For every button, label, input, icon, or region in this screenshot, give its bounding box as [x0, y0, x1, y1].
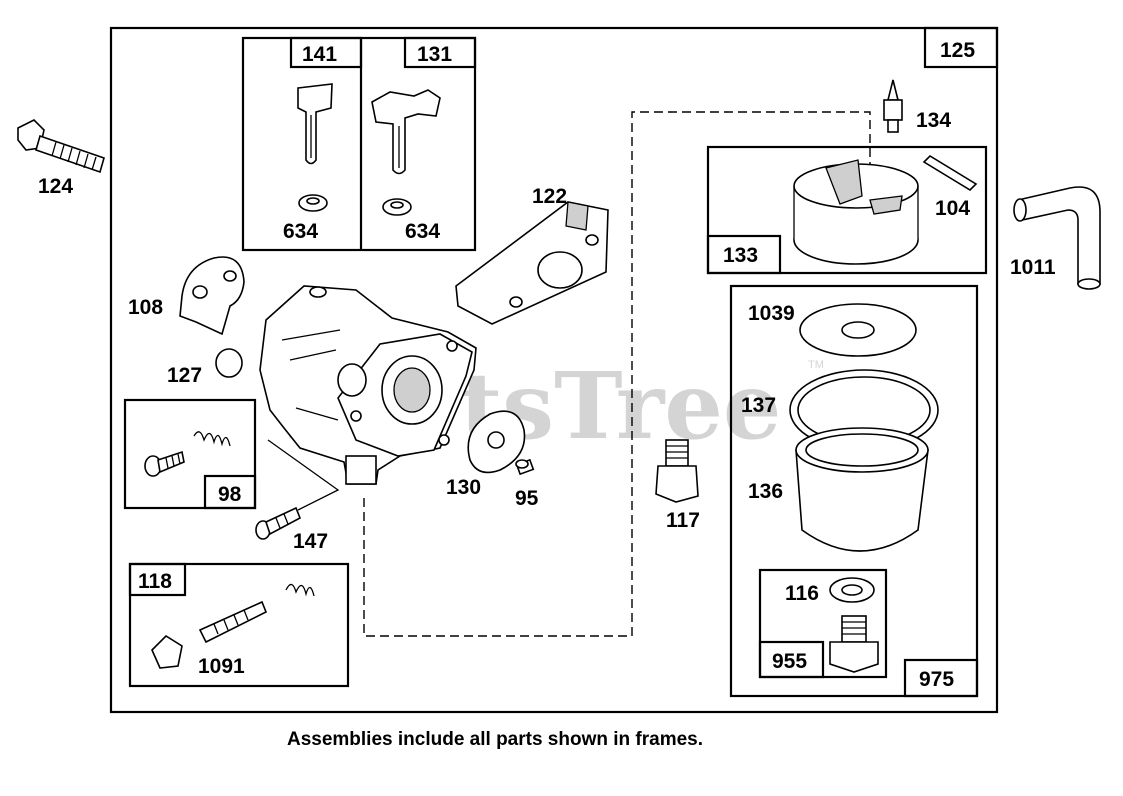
washer-116-drawing: [829, 577, 875, 603]
part-label-137: 137: [741, 394, 776, 417]
frame-float: [706, 145, 988, 275]
part-label-634-right: 634: [405, 220, 440, 243]
part-label-975: 975: [919, 668, 954, 691]
part-label-131: 131: [417, 43, 452, 66]
part-label-134: 134: [916, 109, 951, 132]
tag-box-125: [923, 26, 999, 69]
bowl-nut-955-drawing: [829, 615, 879, 673]
bolt-124-drawing: [17, 119, 105, 174]
tag-box-98: [203, 474, 257, 510]
trademark-mark: TM: [808, 359, 824, 371]
main-assembly-frame: [109, 26, 999, 714]
frame-idle-screw: [123, 398, 257, 510]
part-label-130: 130: [446, 476, 481, 499]
screw-95-drawing: [515, 458, 535, 476]
part-label-108: 108: [128, 296, 163, 319]
frame-main-jet: [128, 562, 350, 688]
gasket-1039-drawing: [799, 303, 917, 357]
part-label-136: 136: [748, 480, 783, 503]
hose-1011-drawing: [1013, 186, 1101, 290]
frame-throttle-shaft: [241, 36, 477, 252]
part-label-127: 127: [167, 364, 202, 387]
float-bowl-136-drawing: [795, 427, 929, 552]
tag-box-955: [758, 640, 825, 679]
gasket-130-drawing: [467, 410, 526, 474]
plate-108-drawing: [179, 256, 245, 336]
tag-box-131: [403, 36, 477, 69]
part-label-95: 95: [515, 487, 539, 510]
part-label-1039: 1039: [748, 302, 795, 325]
tag-box-133: [706, 234, 782, 275]
part-label-124: 124: [38, 175, 73, 198]
tag-box-118: [128, 562, 187, 597]
jet-117-drawing: [655, 439, 699, 503]
float-pin-104-drawing: [922, 154, 978, 192]
part-label-634-left: 634: [283, 220, 318, 243]
part-label-133: 133: [723, 244, 758, 267]
part-label-116: 116: [785, 582, 819, 605]
main-jet-1091-drawing: [151, 583, 315, 669]
o-ring-137-drawing: [789, 369, 939, 451]
leader-line-147: [267, 439, 340, 511]
choke-shaft-drawing: [297, 83, 333, 212]
diagram-caption: Assemblies include all parts shown in fr…: [286, 729, 704, 750]
carburetor-body-drawing: [259, 285, 477, 485]
part-label-98: 98: [218, 483, 242, 506]
part-label-117: 117: [666, 509, 700, 532]
throttle-shaft-drawing: [371, 89, 441, 216]
assembly-lead-line: [363, 111, 871, 637]
part-label-118: 118: [138, 570, 172, 593]
part-label-122: 122: [532, 185, 567, 208]
plug-127-drawing: [215, 348, 243, 378]
mixture-screw-147-drawing: [255, 506, 302, 540]
part-label-1091: 1091: [198, 655, 245, 678]
part-label-125: 125: [940, 39, 975, 62]
frame-float-bowl: [729, 284, 979, 698]
insulator-122-drawing: [455, 201, 609, 325]
part-label-147: 147: [293, 530, 328, 553]
part-label-104: 104: [935, 197, 970, 220]
part-label-955: 955: [772, 650, 807, 673]
float-needle-134-drawing: [883, 79, 903, 133]
float-133-drawing: [793, 159, 919, 265]
part-label-141: 141: [302, 43, 337, 66]
tag-box-975: [903, 658, 979, 698]
part-label-1011: 1011: [1010, 256, 1056, 279]
idle-screw-drawing: [144, 431, 231, 477]
tag-box-141: [289, 36, 363, 69]
